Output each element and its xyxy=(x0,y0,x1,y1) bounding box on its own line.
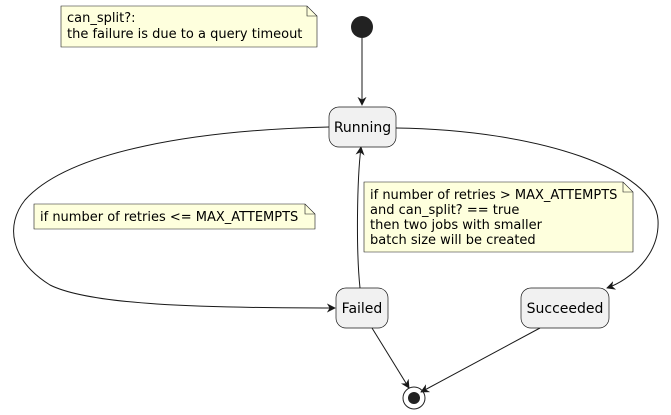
state-running[interactable]: Running xyxy=(328,106,397,148)
edges xyxy=(13,38,659,393)
note-retries-le-max: if number of retries <= MAX_ATTEMPTS xyxy=(33,203,316,230)
state-failed-label: Failed xyxy=(342,301,383,317)
note-retries-gt-max: if number of retries > MAX_ATTEMPTS and … xyxy=(363,181,634,253)
state-running-label: Running xyxy=(334,120,391,136)
note-can-split-line-2: the failure is due to a query timeout xyxy=(67,27,302,42)
edge-succeeded-to-end xyxy=(420,327,541,393)
note-can-split-line-1: can_split?: xyxy=(67,11,135,26)
note-retries-gt-max-line-4: batch size will be created xyxy=(370,233,536,248)
note-retries-le-max-line-1: if number of retries <= MAX_ATTEMPTS xyxy=(40,210,298,225)
end-node xyxy=(402,386,426,410)
state-succeeded-label: Succeeded xyxy=(527,301,604,317)
note-retries-gt-max-line-1: if number of retries > MAX_ATTEMPTS xyxy=(370,188,617,203)
edge-failed-to-running xyxy=(355,146,365,289)
state-failed[interactable]: Failed xyxy=(335,287,389,329)
edge-running-to-succeeded xyxy=(395,127,659,290)
state-succeeded[interactable]: Succeeded xyxy=(520,287,610,329)
note-can-split: can_split?: the failure is due to a quer… xyxy=(60,5,318,48)
note-retries-gt-max-line-3: then two jobs with smaller xyxy=(370,218,543,233)
edge-failed-to-end xyxy=(371,327,410,389)
note-retries-gt-max-line-2: and can_split? == true xyxy=(370,203,519,218)
start-node xyxy=(351,16,373,38)
edge-running-to-failed xyxy=(13,126,336,313)
